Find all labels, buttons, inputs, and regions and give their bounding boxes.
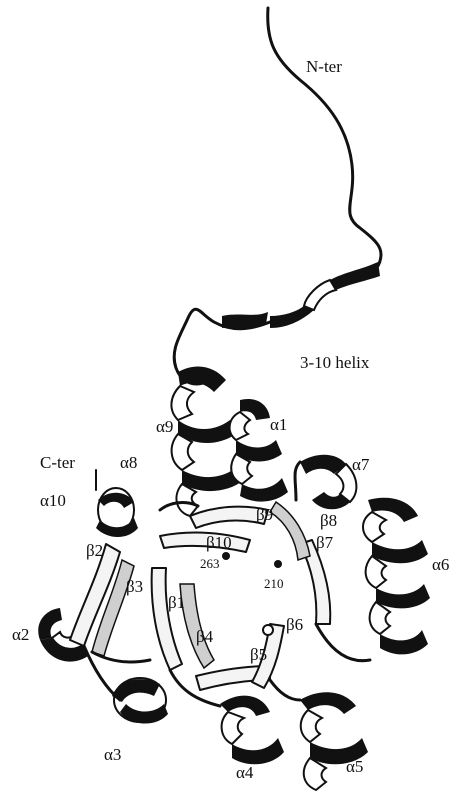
label-beta-2: β2 — [86, 541, 103, 560]
label-beta-7: β7 — [316, 533, 334, 552]
label-residue-210: 210 — [264, 576, 284, 591]
label-3-10-helix: 3-10 helix — [300, 353, 370, 372]
label-beta-9: β9 — [256, 505, 273, 524]
helix-a10 — [96, 488, 138, 537]
label-beta-8: β8 — [320, 511, 337, 530]
helix-a6 — [363, 498, 430, 655]
label-beta-10: β10 — [206, 533, 232, 552]
label-alpha-6: α6 — [432, 555, 449, 574]
label-beta-6: β6 — [286, 615, 303, 634]
helix-a9-a8-bundle — [171, 366, 244, 516]
label-n-ter: N-ter — [306, 57, 342, 76]
label-beta-4: β4 — [196, 627, 214, 646]
n-terminal-helix — [270, 262, 380, 328]
helix-a4 — [220, 696, 284, 765]
label-alpha-8: α8 — [120, 453, 137, 472]
label-alpha-9: α9 — [156, 417, 173, 436]
label-beta-3: β3 — [126, 577, 143, 596]
helix-3-10-ribbon — [222, 312, 268, 328]
label-alpha-4: α4 — [236, 763, 254, 782]
residue-210-marker — [274, 560, 282, 568]
label-alpha-5: α5 — [346, 757, 363, 776]
label-beta-5: β5 — [250, 645, 267, 664]
n-terminal-coil — [268, 8, 381, 266]
label-alpha-10: α10 — [40, 491, 66, 510]
label-c-ter: C-ter — [40, 453, 75, 472]
label-beta-1: β1 — [168, 593, 185, 612]
active-site-marker — [263, 625, 273, 635]
label-alpha-2: α2 — [12, 625, 29, 644]
label-alpha-1: α1 — [270, 415, 287, 434]
label-alpha-3: α3 — [104, 745, 121, 764]
residue-263-marker — [222, 552, 230, 560]
helix-a7 — [300, 455, 356, 510]
label-residue-263: 263 — [200, 556, 220, 571]
label-alpha-7: α7 — [352, 455, 370, 474]
